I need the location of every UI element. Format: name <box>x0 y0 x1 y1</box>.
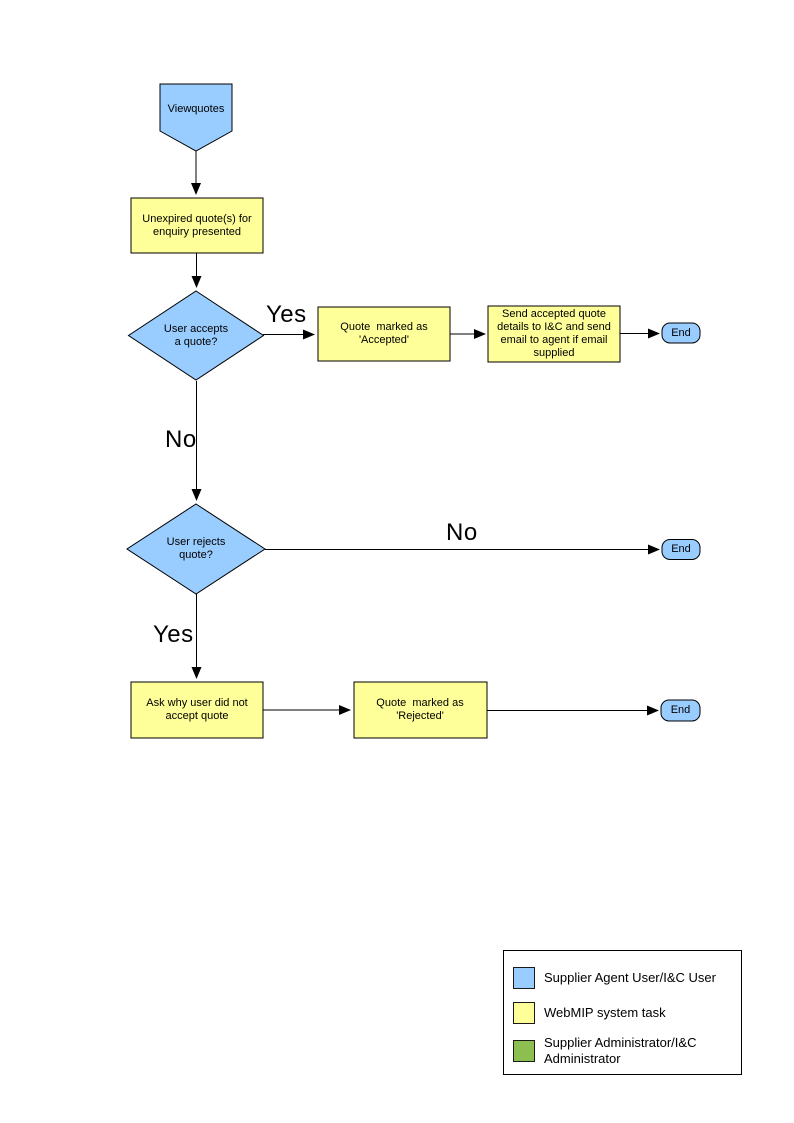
unexpired-quotes-box <box>130 197 264 254</box>
marked-accepted-label: Quote marked as 'Accepted' <box>340 321 431 346</box>
legend-item-supplier-agent: Supplier Agent User/I&C User <box>513 967 736 989</box>
legend-label-webmip-task: WebMIP system task <box>544 1005 666 1020</box>
no-label-reject: No <box>446 519 478 546</box>
unexpired-quotes-label: Unexpired quote(s) for enquiry presented <box>142 212 255 238</box>
start-shape <box>159 83 233 152</box>
legend-swatch-yellow <box>513 1002 535 1024</box>
ask-why-box <box>130 681 264 739</box>
accepts-decision-label: User accepts a quote? <box>163 322 232 348</box>
marked-rejected-label: Quote marked as 'Rejected' <box>376 697 467 722</box>
legend-swatch-blue <box>513 967 535 989</box>
end-accepted-label: End <box>671 326 691 339</box>
marked-rejected-box <box>353 681 488 739</box>
legend-swatch-green <box>513 1040 535 1062</box>
accepts-decision-diamond <box>127 290 265 381</box>
end-terminator-rejected <box>660 699 701 722</box>
marked-accepted-box <box>317 306 451 362</box>
legend-label-supplier-agent: Supplier Agent User/I&C User <box>544 970 716 985</box>
end-terminator-accepted <box>661 322 701 344</box>
legend-item-supplier-admin: Supplier Administrator/I&C Administrator <box>513 1035 736 1067</box>
rejects-decision-diamond <box>126 503 266 595</box>
yes-label-reject: Yes <box>153 621 194 648</box>
no-label-accept: No <box>165 426 197 453</box>
end-no-reject-label: End <box>671 542 691 555</box>
send-details-box <box>487 305 621 363</box>
legend-item-webmip-task: WebMIP system task <box>513 1002 736 1024</box>
legend-box: Supplier Agent User/I&C User WebMIP syst… <box>503 950 742 1075</box>
ask-why-label: Ask why user did not accept quote <box>146 697 251 722</box>
rejects-decision-label: User rejects quote? <box>166 536 229 561</box>
end-rejected-label: End <box>670 704 691 716</box>
start-label: Viewquotes <box>167 102 225 115</box>
send-details-label: Send accepted quote details to I&C and s… <box>497 308 614 359</box>
legend-label-supplier-admin: Supplier Administrator/I&C Administrator <box>544 1035 697 1066</box>
end-terminator-no-reject <box>661 539 701 560</box>
yes-label-accept: Yes <box>266 301 307 328</box>
